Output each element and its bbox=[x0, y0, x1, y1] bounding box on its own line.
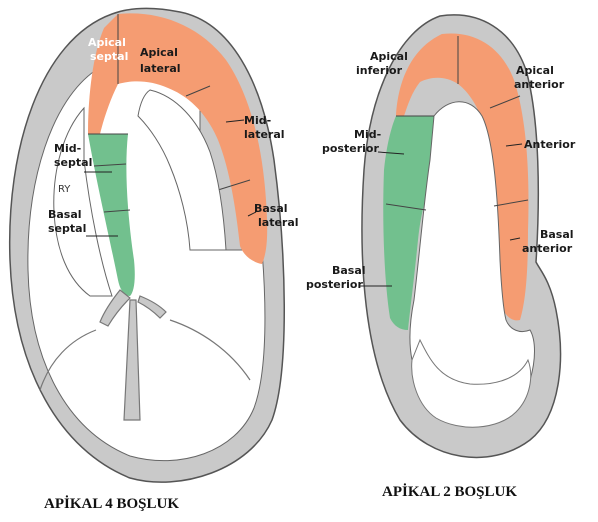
label-mid-lateral-1: Mid- bbox=[244, 114, 271, 127]
label-ry: RY bbox=[58, 184, 71, 195]
label-basal-lateral-1: Basal bbox=[254, 202, 288, 215]
label-apical-lateral-1: Apical bbox=[140, 46, 178, 59]
label-anterior: Anterior bbox=[524, 138, 576, 151]
label-apical-septal-1: Apical bbox=[88, 36, 126, 49]
label-apical-anterior-2: anterior bbox=[514, 78, 565, 91]
label-basal-septal-1: Basal bbox=[48, 208, 82, 221]
label-basal-septal-2: septal bbox=[48, 222, 86, 235]
label-mid-septal-2: septal bbox=[54, 156, 92, 169]
label-mid-posterior-1: Mid- bbox=[354, 128, 381, 141]
label-basal-lateral-2: lateral bbox=[258, 216, 299, 229]
label-apical-lateral-2: lateral bbox=[140, 62, 181, 75]
label-basal-posterior-2: posterior bbox=[306, 278, 363, 291]
label-basal-anterior-2: anterior bbox=[522, 242, 573, 255]
label-basal-anterior-1: Basal bbox=[540, 228, 574, 241]
apical-4-chamber-view bbox=[10, 8, 285, 482]
caption-apical-2: APİKAL 2 BOŞLUK bbox=[382, 483, 517, 500]
label-apical-septal-2: septal bbox=[90, 50, 128, 63]
label-apical-inferior-1: Apical bbox=[370, 50, 408, 63]
label-mid-lateral-2: lateral bbox=[244, 128, 285, 141]
label-mid-posterior-2: posterior bbox=[322, 142, 379, 155]
label-mid-septal-1: Mid- bbox=[54, 142, 81, 155]
label-apical-anterior-1: Apical bbox=[516, 64, 554, 77]
caption-apical-4: APİKAL 4 BOŞLUK bbox=[44, 495, 179, 512]
label-basal-posterior-1: Basal bbox=[332, 264, 366, 277]
label-apical-inferior-2: inferior bbox=[356, 64, 403, 77]
